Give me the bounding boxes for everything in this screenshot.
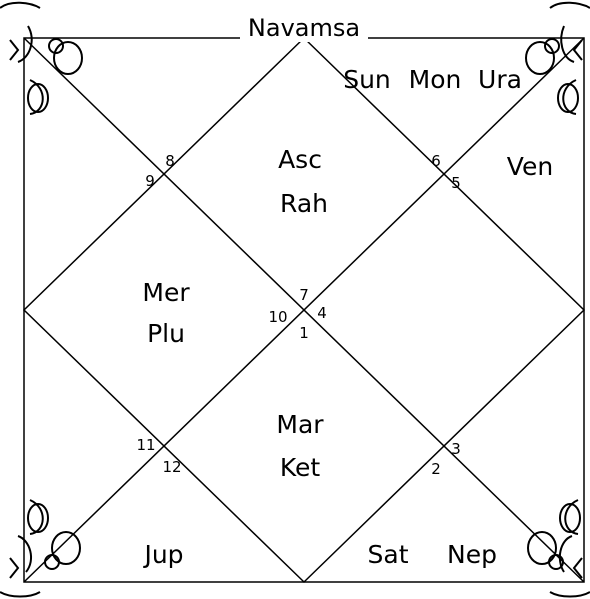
planet-rah: Rah <box>280 189 328 218</box>
planet-nep: Nep <box>447 540 497 569</box>
planet-mar: Mar <box>276 410 324 439</box>
sign-3: 3 <box>451 440 461 458</box>
sign-7: 7 <box>299 286 309 304</box>
sign-10: 10 <box>268 308 287 326</box>
planet-plu: Plu <box>147 319 185 348</box>
planet-sat: Sat <box>368 540 409 569</box>
planet-ven: Ven <box>507 152 553 181</box>
planet-jup: Jup <box>142 540 183 569</box>
sign-5: 5 <box>451 174 461 192</box>
sign-9: 9 <box>145 172 155 190</box>
sign-11: 11 <box>136 436 155 454</box>
planet-asc: Asc <box>278 145 322 174</box>
sign-6: 6 <box>431 152 441 170</box>
sign-2: 2 <box>431 460 441 478</box>
planet-ket: Ket <box>280 453 321 482</box>
sign-1: 1 <box>299 324 309 342</box>
chart-title: Navamsa <box>248 14 360 42</box>
planet-sun: Sun <box>343 65 391 94</box>
ornament-top-left <box>0 3 82 114</box>
ornament-top-right <box>526 3 590 114</box>
planet-mon: Mon <box>409 65 462 94</box>
planet-mer: Mer <box>142 278 190 307</box>
planet-ura: Ura <box>478 65 522 94</box>
sign-12: 12 <box>162 458 181 476</box>
sign-8: 8 <box>165 152 175 170</box>
sign-4: 4 <box>317 304 327 322</box>
